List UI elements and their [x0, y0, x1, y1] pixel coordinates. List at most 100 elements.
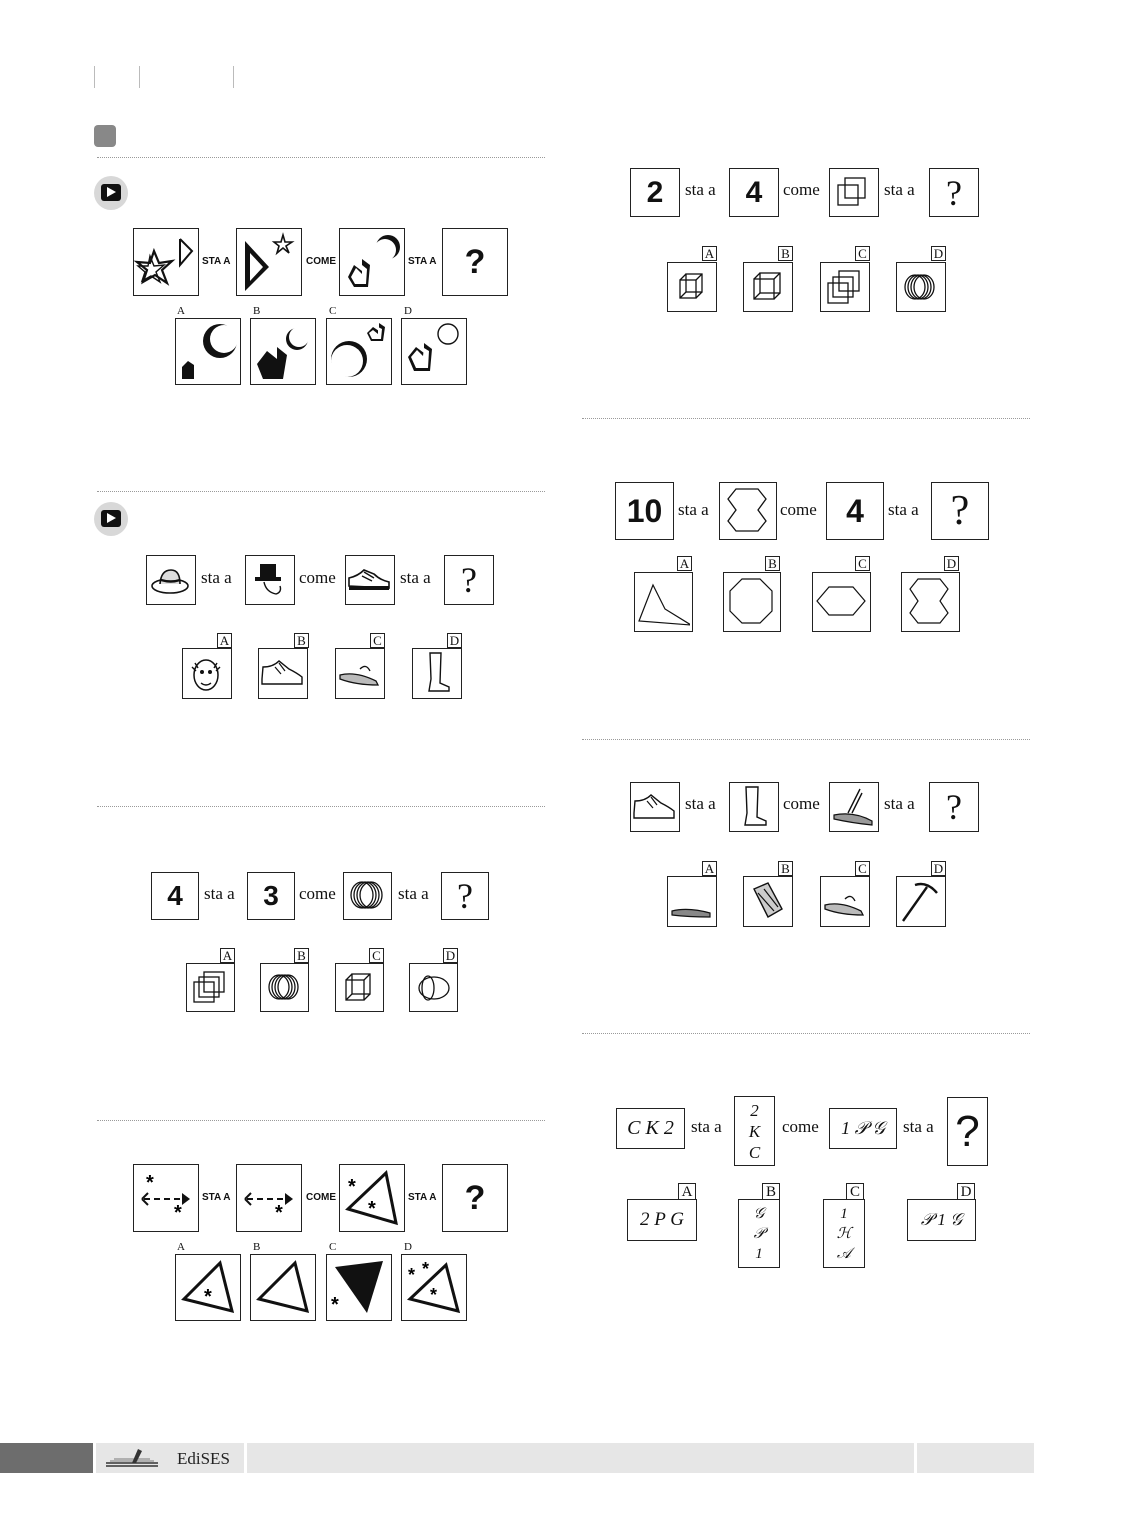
q2-option-b[interactable] — [258, 648, 308, 699]
relation-word: STA A — [408, 256, 437, 267]
shoe-icon — [633, 794, 675, 819]
option-letter: D — [931, 861, 946, 876]
concentric-rings-icon — [350, 881, 383, 909]
q3-option-a[interactable] — [186, 963, 235, 1012]
q1-option-c[interactable] — [326, 318, 392, 385]
q5-option-c[interactable] — [820, 262, 870, 312]
relation-word: sta a — [884, 180, 915, 199]
q2-option-d[interactable] — [412, 648, 462, 699]
sandal-icon — [833, 788, 873, 826]
q2-term-2 — [245, 555, 295, 605]
concentric-rings-icon — [904, 274, 935, 300]
svg-text:*: * — [422, 1259, 429, 1279]
svg-text:*: * — [368, 1198, 376, 1220]
q3-option-d[interactable] — [409, 963, 458, 1012]
triangle-asterisks-icon: * * * — [406, 1259, 461, 1314]
separator — [97, 157, 545, 158]
relation-word: COME — [306, 1192, 336, 1203]
svg-text:*: * — [204, 1286, 212, 1308]
q2-option-c[interactable] — [335, 648, 385, 699]
option-letter: B — [762, 1183, 780, 1200]
option-letter: C — [370, 633, 385, 648]
option-letter: B — [253, 1241, 261, 1253]
q8-option-b[interactable]: 𝒢 𝒫 1 — [738, 1199, 780, 1268]
q7-option-d[interactable] — [896, 876, 946, 927]
overlapping-ellipses-icon — [418, 975, 450, 1001]
q5-option-b[interactable] — [743, 262, 793, 312]
q8-option-d[interactable]: 𝒫 1 𝒢 — [907, 1199, 976, 1241]
video-play-icon[interactable] — [94, 502, 128, 536]
option-letter: C — [846, 1183, 864, 1200]
q8-option-a[interactable]: 2 P G — [627, 1199, 697, 1241]
q1-term-1 — [133, 228, 199, 296]
q7-option-b[interactable] — [743, 876, 793, 927]
option-d-figure — [408, 323, 459, 371]
q4-option-c[interactable]: * — [326, 1254, 392, 1321]
q8-term-3: 1 𝒫 𝒢 — [829, 1108, 897, 1149]
q4-option-a[interactable]: * — [175, 1254, 241, 1321]
q8-option-d-text: 𝒫 1 𝒢 — [920, 1210, 963, 1229]
q8-term-2: 2 K C — [734, 1096, 775, 1166]
q1-option-d[interactable] — [401, 318, 467, 385]
q5-term-1: 2 — [630, 168, 680, 217]
q6-option-c[interactable] — [812, 572, 871, 632]
q5-option-d[interactable] — [896, 262, 946, 312]
q8-option-b-char: 𝒫 — [753, 1225, 765, 1242]
separator — [582, 739, 1030, 740]
section-bullet — [94, 125, 116, 147]
option-letter: D — [931, 246, 946, 261]
option-letter: D — [944, 556, 959, 571]
video-play-icon[interactable] — [94, 176, 128, 210]
q7-option-a[interactable] — [667, 876, 717, 927]
q3-option-b[interactable] — [260, 963, 309, 1012]
option-letter: C — [329, 305, 337, 317]
q8-option-c[interactable]: 1 ℋ 𝒜 — [823, 1199, 865, 1268]
option-letter: A — [217, 633, 232, 648]
q7-term-3 — [829, 782, 879, 832]
q2-option-a[interactable] — [182, 648, 232, 699]
quadrilateral-icon — [638, 583, 690, 626]
relation-word: come — [299, 884, 336, 903]
q8-option-c-char: 𝒜 — [836, 1245, 852, 1262]
relation-word: STA A — [202, 256, 231, 267]
q8-term-2-char: 2 — [750, 1100, 759, 1120]
q3-unknown: ? — [441, 872, 489, 920]
q6-option-d[interactable] — [901, 572, 960, 632]
ten-sided-polygon-icon — [909, 578, 949, 624]
edises-book-logo-icon — [106, 1449, 158, 1467]
q7-unknown: ? — [929, 782, 979, 832]
relation-word: sta a — [204, 884, 235, 903]
q4-option-d[interactable]: * * * — [401, 1254, 467, 1321]
separator — [97, 806, 545, 807]
q3-option-c[interactable] — [335, 963, 384, 1012]
svg-text:*: * — [174, 1202, 182, 1224]
stacked-squares-icon — [193, 971, 225, 1003]
q1-option-a[interactable] — [175, 318, 241, 385]
q1-term-2 — [236, 228, 302, 296]
option-letter: B — [294, 633, 309, 648]
separator — [97, 491, 545, 492]
q7-option-c[interactable] — [820, 876, 870, 927]
q6-option-a[interactable] — [634, 572, 693, 632]
q2-term-1 — [146, 555, 196, 605]
header-rule-1 — [94, 66, 95, 88]
q6-term-2 — [719, 482, 777, 540]
relation-word: STA A — [202, 1192, 231, 1203]
option-letter: A — [702, 246, 717, 261]
option-c-figure — [331, 323, 385, 377]
q4-option-b[interactable] — [250, 1254, 316, 1321]
sneaker-icon — [348, 569, 390, 590]
triangle-icon — [256, 1260, 310, 1314]
relation-word: STA A — [408, 1192, 437, 1203]
relation-word: sta a — [201, 568, 232, 587]
q5-option-a[interactable] — [667, 262, 717, 312]
option-letter: A — [678, 1183, 696, 1200]
footer-bar: EdiSES — [0, 1443, 1034, 1473]
cube-icon — [679, 273, 703, 299]
arrow-asterisk-icon: * * — [141, 1172, 190, 1224]
q6-unknown: ? — [931, 482, 989, 540]
q8-option-b-char: 𝒢 — [753, 1205, 765, 1222]
shoe-icon — [261, 660, 303, 685]
q6-option-b[interactable] — [723, 572, 781, 632]
q1-option-b[interactable] — [250, 318, 316, 385]
